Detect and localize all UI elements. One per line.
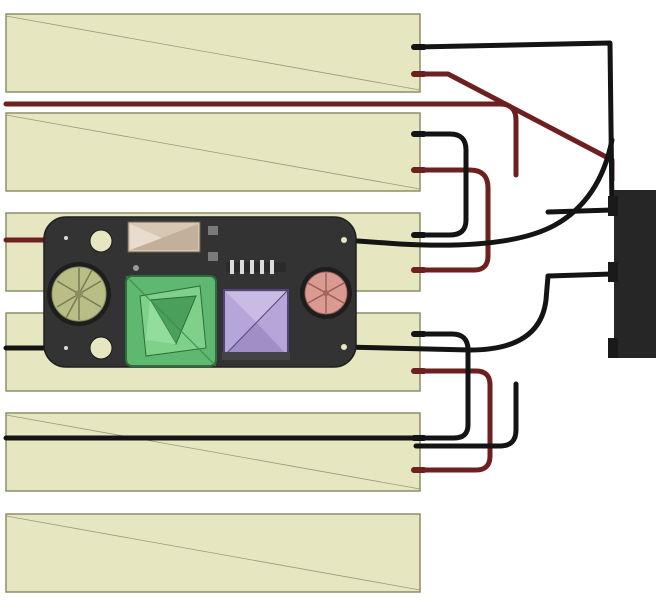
mount-hole-top-left [89,229,113,253]
red-wire-panel4 [413,368,493,473]
black-wire-panel4 [3,331,471,441]
red-wires [3,71,615,473]
panel-1 [5,13,421,93]
black-wire-housing-top [545,207,615,215]
black-wire-board-lower [341,271,615,353]
panel-2 [5,112,421,192]
black-wire-panel2 [413,131,469,238]
red-wire-panel2 [413,167,491,273]
pink-fan [300,267,352,319]
purple-module [222,260,290,360]
olive-fan [47,262,111,326]
black-wire-panel1 [413,40,615,213]
green-module [125,275,217,367]
terminal-stubs [411,44,427,473]
black-wire-board-upper [341,137,615,248]
panel-5 [5,412,421,492]
mount-hole-bottom-left [89,336,113,360]
black-wires [3,40,615,449]
panel-6 [5,513,421,593]
beige-module [127,221,201,253]
connector-housing [608,190,656,358]
black-wire-right-hook [413,381,519,449]
control-board [43,216,357,368]
